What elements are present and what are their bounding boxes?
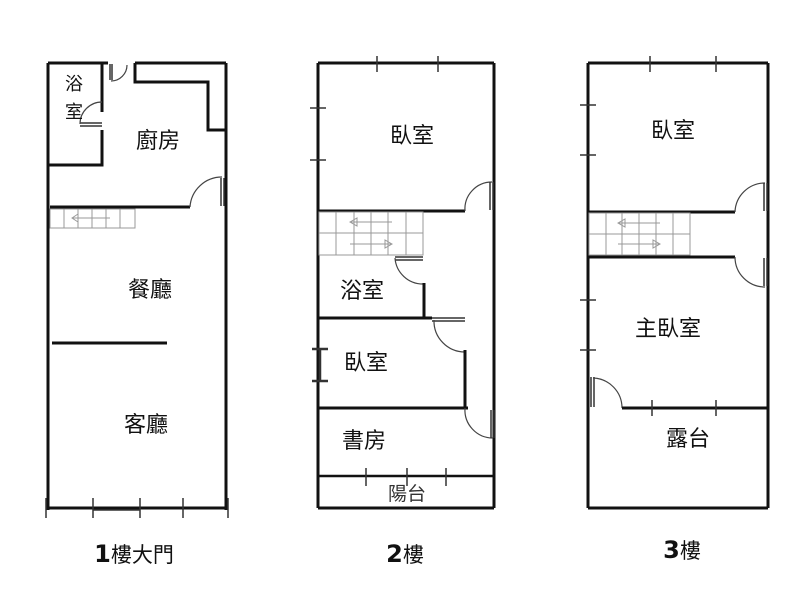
room-label-balcony: 陽台: [388, 483, 426, 505]
kitchen-door-arc: [189, 176, 223, 208]
room-label-bath-2: 室: [65, 102, 83, 123]
floor-2-plan: 臥室 浴室 臥室 書房 陽台 2樓: [310, 56, 496, 568]
room-label-terrace: 露台: [666, 427, 710, 452]
floor-1-plan: 浴 室 廚房 餐廳 客廳 1樓大門: [45, 61, 229, 568]
bathroom-walls: [48, 63, 104, 167]
floor-3-plan: 臥室 主臥室 露台 3樓: [580, 56, 770, 564]
room-label-bath: 浴室: [340, 279, 384, 304]
room-label-bedroom-mid: 臥室: [344, 351, 388, 376]
room-label-study: 書房: [342, 429, 386, 454]
bath-door-arc: [79, 101, 103, 125]
floor-1-caption: 1樓大門: [94, 540, 174, 568]
staircase: [588, 212, 691, 256]
floor-2-caption: 2樓: [386, 540, 424, 568]
room-label-bedroom-front: 臥室: [390, 124, 434, 149]
room-label-living: 客廳: [124, 413, 168, 438]
floor-3-caption: 3樓: [663, 536, 701, 564]
kitchen-wall: [133, 63, 226, 132]
staircase: [49, 208, 136, 229]
room-label-bath-1: 浴: [65, 74, 83, 95]
room-label-dining: 餐廳: [128, 278, 172, 303]
room-label-master-bedroom: 主臥室: [635, 317, 701, 342]
room-label-bedroom: 臥室: [651, 119, 695, 144]
room-label-kitchen: 廚房: [136, 129, 180, 154]
staircase: [318, 211, 424, 256]
